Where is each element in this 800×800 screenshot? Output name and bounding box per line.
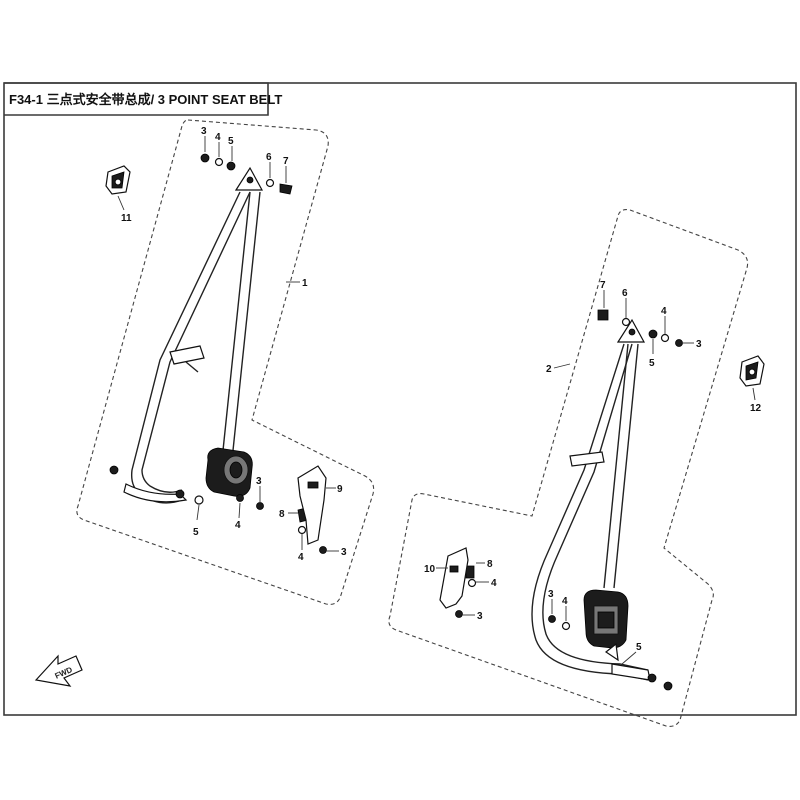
left-bracket-9 (297, 465, 327, 545)
left-group-outline (76, 119, 375, 605)
left-cover-11 (105, 165, 131, 195)
callout-left-3a: 3 (201, 126, 207, 137)
right-washer-4a (660, 333, 670, 343)
title-box (4, 82, 269, 116)
callout-right-4a: 4 (661, 306, 667, 317)
right-washer-4b (467, 578, 477, 588)
callout-right-8: 8 (487, 559, 493, 570)
callout-left-9: 9 (337, 484, 343, 495)
callout-left-5b: 5 (193, 527, 199, 538)
left-washer-4c (297, 525, 307, 535)
left-bolt-7 (279, 183, 293, 195)
callout-left-8: 8 (279, 509, 285, 520)
callout-right-5a: 5 (649, 358, 655, 369)
diagram-title: F34-1 三点式安全带总成/ 3 POINT SEAT BELT (9, 92, 282, 107)
callout-right-3a: 3 (696, 339, 702, 350)
right-nut-3c (548, 615, 556, 623)
callout-left-11: 11 (121, 213, 132, 224)
callout-left-7: 7 (283, 156, 289, 167)
callout-right-10: 10 (424, 564, 436, 575)
left-retractor (205, 447, 253, 497)
right-washer-6 (621, 317, 631, 327)
left-spacer-5a (226, 161, 236, 171)
right-washer-4c (561, 621, 571, 631)
callout-right-4c: 4 (562, 596, 568, 607)
left-nut-3c (319, 546, 327, 554)
right-nut-3a (675, 339, 683, 347)
left-bolt-lower (109, 465, 119, 475)
left-washer-6 (265, 178, 275, 188)
left-callouts: 3 4 5 6 7 11 1 3 4 5 8 9 4 3 (117, 126, 347, 563)
left-spacer-5b (194, 495, 204, 505)
right-bracket-10 (439, 547, 469, 609)
right-lower-anchor (604, 642, 673, 691)
left-lower-anchor (123, 483, 188, 503)
callout-right-3c: 3 (548, 589, 554, 600)
right-nut-3b (455, 610, 463, 618)
right-callouts: 2 7 6 4 3 5 12 10 8 4 3 3 4 5 (424, 280, 762, 665)
right-cover-12 (739, 355, 765, 387)
left-seat-belt (123, 166, 264, 504)
callout-left-4a: 4 (215, 132, 221, 143)
right-fasteners (455, 309, 683, 631)
callout-right-4b: 4 (491, 578, 497, 589)
right-bolt-7 (597, 309, 609, 321)
callout-left-4b: 4 (235, 520, 241, 531)
right-retractor (583, 589, 629, 649)
right-belt-guide (569, 451, 605, 467)
callout-left-1: 1 (302, 278, 308, 289)
callout-right-12: 12 (750, 403, 762, 414)
callout-left-3c: 3 (341, 547, 347, 558)
callout-left-4c: 4 (298, 552, 304, 563)
right-spacer-5a (648, 329, 658, 339)
callout-right-5b: 5 (636, 642, 642, 653)
left-washer-4b (236, 494, 244, 502)
callout-right-3b: 3 (477, 611, 483, 622)
left-fasteners (109, 153, 327, 554)
forward-arrow: FWD (34, 654, 83, 687)
right-seat-belt (531, 318, 673, 691)
callout-right-2: 2 (546, 364, 552, 375)
callout-left-6: 6 (266, 152, 272, 163)
left-washer-4a (214, 157, 224, 167)
callout-left-5a: 5 (228, 136, 234, 147)
diagram-frame (3, 82, 797, 716)
left-belt-guide (169, 345, 205, 365)
callout-right-6: 6 (622, 288, 628, 299)
callout-left-3b: 3 (256, 476, 262, 487)
right-group-outline (388, 209, 749, 727)
left-nut-3a (200, 153, 210, 163)
callout-right-7: 7 (600, 280, 606, 291)
left-nut-3b (256, 502, 264, 510)
